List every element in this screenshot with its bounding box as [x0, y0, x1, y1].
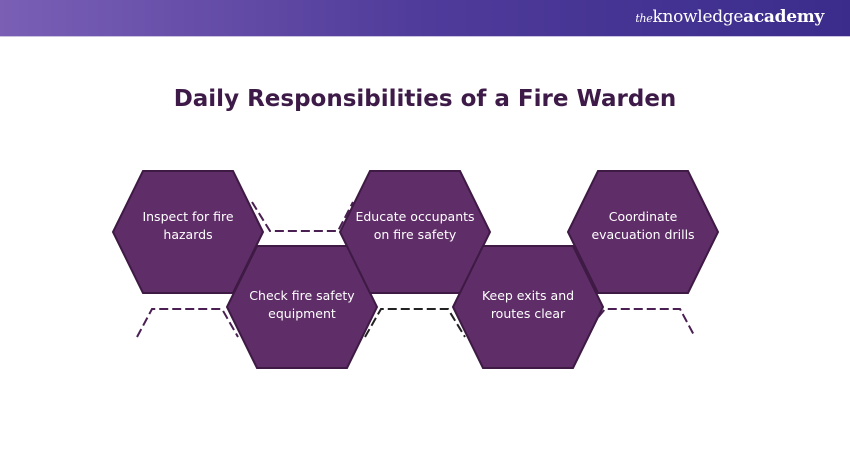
logo-suffix: academy [743, 7, 824, 27]
header-bar: theknowledgeacademy [0, 0, 850, 37]
step-label-3: Educate occupants on fire safety [355, 209, 475, 242]
hexagon-step-1 [111, 170, 265, 294]
brand-logo[interactable]: theknowledgeacademy [635, 7, 824, 27]
page-title: Daily Responsibilities of a Fire Warden [173, 86, 677, 112]
hexagon-step-2 [225, 245, 379, 369]
step-label-5: Coordinate evacuation drills [591, 209, 695, 242]
connector-1-3 [251, 201, 354, 232]
hexagon-step-5 [566, 170, 720, 294]
connector-2-4 [364, 308, 466, 338]
hexagon-step-4 [451, 245, 605, 369]
hexagon-step-3 [338, 170, 492, 294]
step-label-2: Check fire safety equipment [249, 288, 355, 321]
connector-left [136, 308, 239, 338]
step-label-1: Inspect for fire hazards [142, 209, 234, 242]
logo-main: knowledge [652, 7, 744, 27]
step-label-4: Keep exits and routes clear [481, 288, 575, 321]
logo-prefix: the [635, 12, 653, 25]
